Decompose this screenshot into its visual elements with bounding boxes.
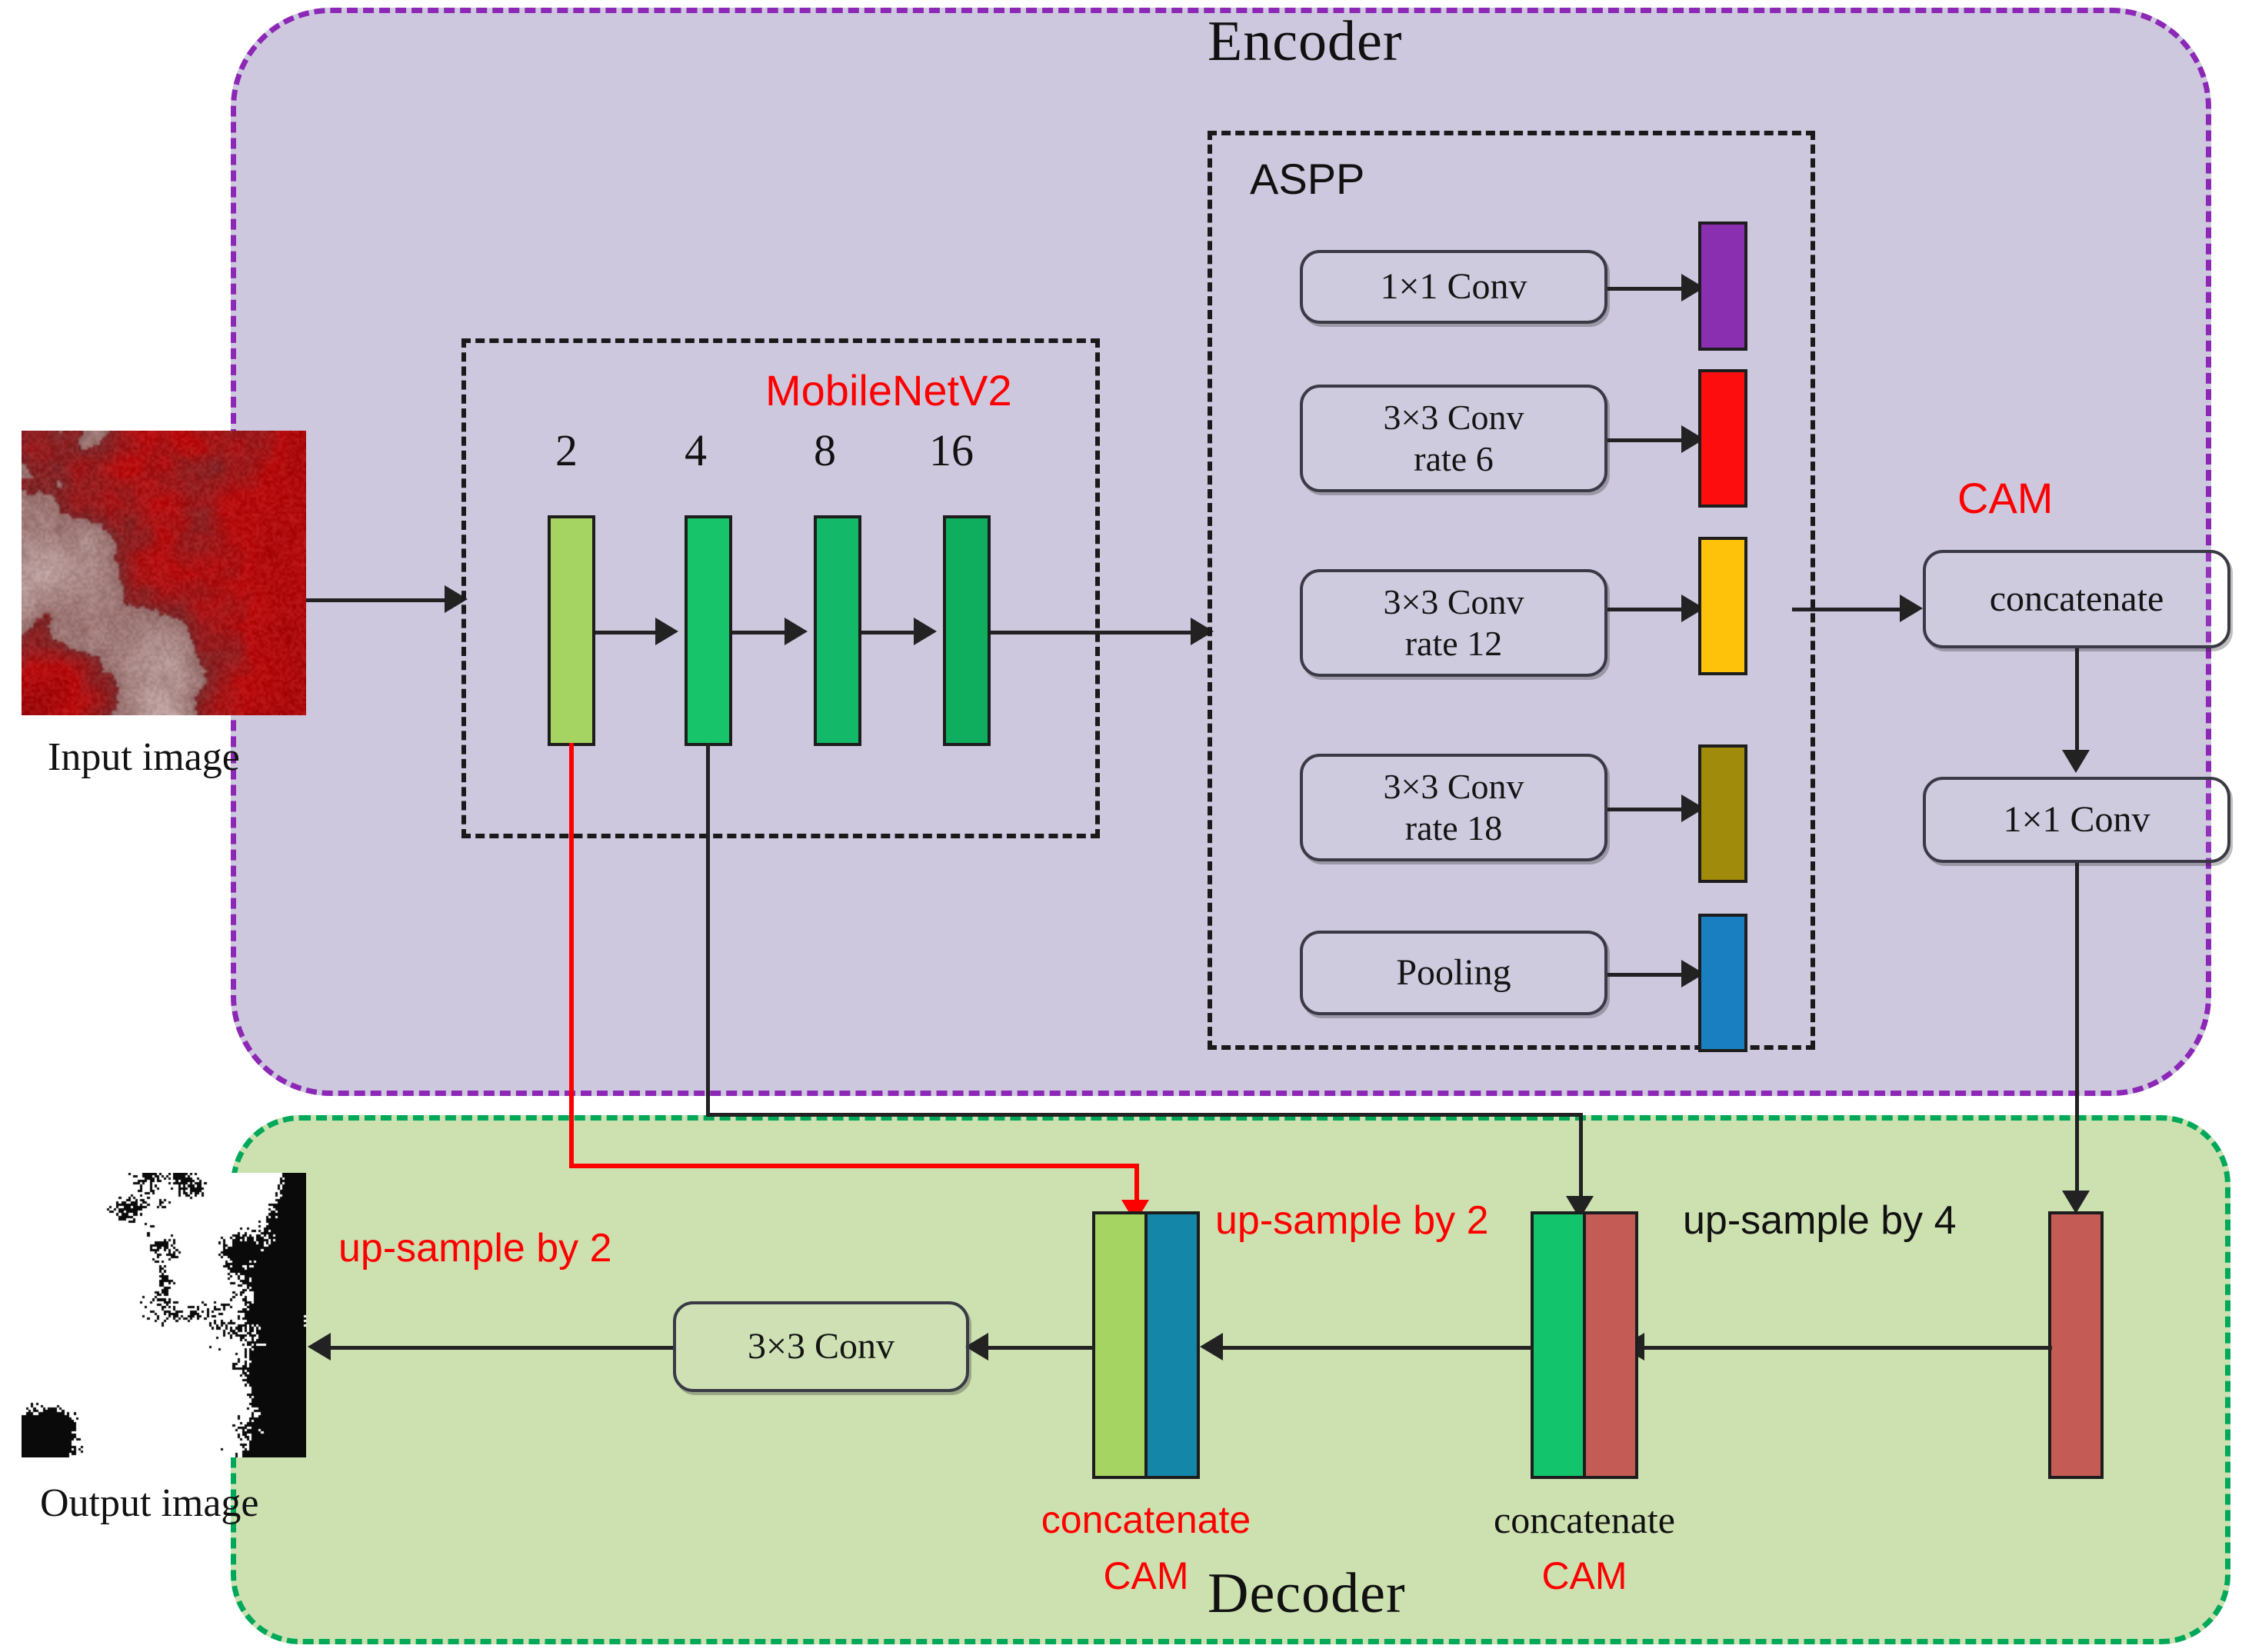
output-image bbox=[22, 1173, 306, 1457]
decoder-concat-2-caption: concatenate CAM bbox=[1438, 1492, 1731, 1604]
decoder-concat-1-cam: CAM bbox=[1103, 1554, 1189, 1597]
output-image-caption: Output image bbox=[40, 1481, 259, 1525]
decoder-concat-2-cam: CAM bbox=[1541, 1554, 1627, 1597]
cam-conv1x1-box[interactable]: 1×1 Conv bbox=[1923, 777, 2230, 863]
decoder-conv3x3-box[interactable]: 3×3 Conv bbox=[673, 1301, 969, 1392]
aspp-branch-rate18-line bbox=[1607, 808, 1697, 811]
decoder-concat-1-text: concatenate bbox=[1041, 1498, 1251, 1541]
skip-black-vertical bbox=[706, 743, 710, 1115]
skip-black-drop bbox=[1579, 1113, 1583, 1205]
aspp-branch-rate18-line2: rate 18 bbox=[1404, 808, 1503, 848]
aspp-output-bar-conv1x1 bbox=[1698, 221, 1747, 351]
decoder-final-bar bbox=[2048, 1211, 2104, 1479]
aspp-output-bar-pooling bbox=[1698, 914, 1747, 1052]
backbone-link-2-4 bbox=[595, 631, 661, 634]
aspp-branch-conv1x1[interactable]: 1×1 Conv bbox=[1300, 250, 1607, 324]
cam-label: CAM bbox=[1957, 474, 2054, 522]
cam-concatenate-box[interactable]: concatenate bbox=[1923, 550, 2230, 648]
decoder-concat-block-2-right bbox=[1583, 1211, 1638, 1479]
aspp-branch-pooling[interactable]: Pooling bbox=[1300, 931, 1607, 1015]
cam-conv-to-decoder-arrow bbox=[2062, 1191, 2090, 1214]
upsample-by-2-left-label: up-sample by 2 bbox=[338, 1226, 612, 1271]
decoder-concat-1-caption: concatenate CAM bbox=[1000, 1492, 1292, 1604]
skip-red-horizontal bbox=[569, 1164, 1138, 1168]
aspp-branch-rate6[interactable]: 3×3 Conv rate 6 bbox=[1300, 385, 1607, 492]
upsample-by-4-label: up-sample by 4 bbox=[1683, 1198, 1957, 1243]
aspp-branch-rate6-line1: 3×3 Conv bbox=[1383, 397, 1524, 437]
aspp-branch-rate18-line1: 3×3 Conv bbox=[1383, 766, 1524, 806]
aspp-to-cam-line bbox=[1792, 608, 1915, 611]
backbone-stage-label-4: 4 bbox=[685, 425, 707, 475]
input-image bbox=[22, 431, 306, 715]
aspp-to-cam-arrow bbox=[1900, 595, 1923, 622]
decoder-concat-2-text: concatenate bbox=[1494, 1498, 1675, 1541]
decoder-link-concat2-to-concat1 bbox=[1215, 1346, 1532, 1350]
decoder-panel bbox=[231, 1115, 2230, 1644]
decoder-title: Decoder bbox=[1208, 1562, 1406, 1625]
backbone-stage-bar-4 bbox=[685, 515, 732, 746]
aspp-branch-rate12-line1: 3×3 Conv bbox=[1383, 581, 1524, 621]
backbone-stage-bar-16 bbox=[943, 515, 991, 746]
input-to-backbone-line bbox=[306, 598, 452, 602]
aspp-output-bar-rate12 bbox=[1698, 537, 1747, 675]
backbone-link-4-8 bbox=[732, 631, 791, 634]
backbone-stage-bar-2 bbox=[548, 515, 595, 746]
backbone-link-2-4-arrow bbox=[655, 618, 678, 645]
backbone-stage-bar-8 bbox=[814, 515, 861, 746]
backbone-stage-label-16: 16 bbox=[929, 425, 974, 475]
decoder-concat-block-1-right bbox=[1144, 1211, 1200, 1479]
upsample-by-2-middle-label: up-sample by 2 bbox=[1215, 1198, 1489, 1243]
skip-black-horizontal bbox=[706, 1113, 1583, 1117]
skip-red-vertical bbox=[569, 743, 574, 1167]
decoder-link-concat2-to-concat1-arrow bbox=[1200, 1333, 1223, 1361]
aspp-output-bar-rate6 bbox=[1698, 369, 1747, 508]
backbone-stage-label-8: 8 bbox=[814, 425, 836, 475]
decoder-link-final-to-concat2 bbox=[1637, 1346, 2052, 1350]
aspp-output-bar-rate18 bbox=[1698, 744, 1747, 883]
decoder-link-concat1-to-conv-arrow bbox=[965, 1333, 988, 1361]
aspp-branch-pooling-line bbox=[1607, 973, 1697, 977]
encoder-title: Encoder bbox=[1208, 10, 1403, 73]
aspp-branch-rate6-line bbox=[1607, 438, 1697, 442]
cam-conv-to-decoder-line bbox=[2075, 863, 2079, 1197]
aspp-group bbox=[1208, 131, 1815, 1050]
backbone-link-8-16 bbox=[861, 631, 920, 634]
aspp-label: ASPP bbox=[1250, 155, 1365, 203]
backbone-link-8-16-arrow bbox=[914, 618, 937, 645]
aspp-branch-rate18[interactable]: 3×3 Conv rate 18 bbox=[1300, 754, 1607, 861]
backbone-link-4-8-arrow bbox=[785, 618, 808, 645]
decoder-conv-to-output-line bbox=[323, 1346, 673, 1350]
aspp-branch-conv1x1-line bbox=[1607, 287, 1697, 291]
mobilenetv2-group bbox=[461, 338, 1100, 838]
cam-concat-to-conv-arrow bbox=[2062, 750, 2090, 773]
aspp-branch-rate12-line bbox=[1607, 608, 1697, 611]
decoder-concat-block-1-left bbox=[1092, 1211, 1148, 1479]
decoder-conv-to-output-arrow bbox=[308, 1333, 331, 1361]
cam-concat-to-conv-line bbox=[2075, 648, 2079, 756]
decoder-concat-block-2-left bbox=[1531, 1211, 1586, 1479]
backbone-to-aspp-line bbox=[991, 631, 1208, 634]
aspp-branch-rate12[interactable]: 3×3 Conv rate 12 bbox=[1300, 569, 1607, 677]
aspp-branch-rate6-line2: rate 6 bbox=[1414, 439, 1494, 478]
decoder-link-concat1-to-conv bbox=[981, 1346, 1094, 1350]
mobilenetv2-label: MobileNetV2 bbox=[765, 366, 1012, 415]
skip-red-drop bbox=[1134, 1164, 1139, 1210]
aspp-branch-rate12-line2: rate 12 bbox=[1404, 624, 1503, 663]
backbone-stage-label-2: 2 bbox=[555, 425, 578, 475]
input-image-caption: Input image bbox=[48, 735, 240, 779]
